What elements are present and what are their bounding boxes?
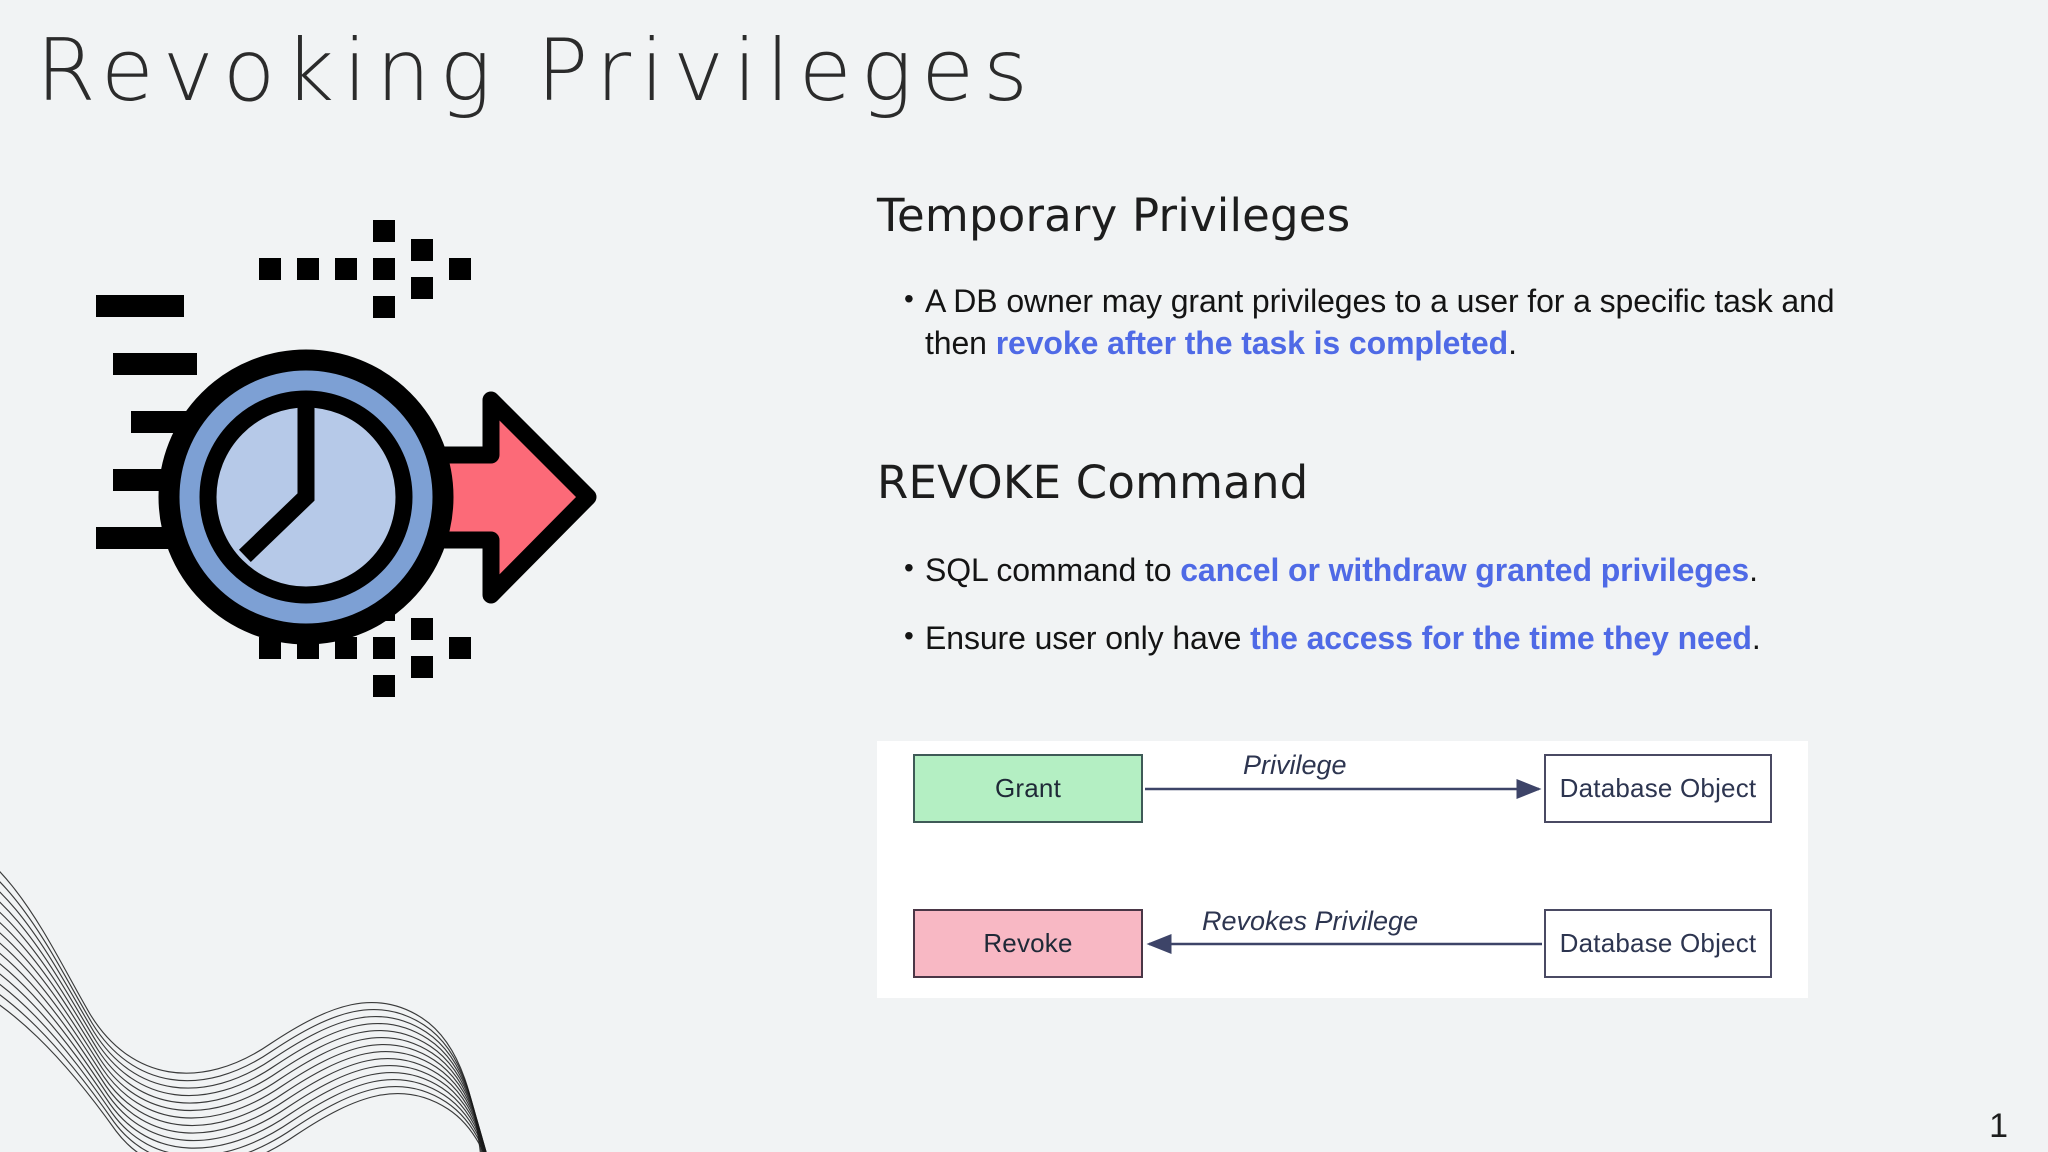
clock-with-arrow-icon	[96, 205, 696, 825]
diagram-node-revoke: Revoke	[913, 909, 1143, 978]
list-item: A DB owner may grant privileges to a use…	[877, 279, 1887, 365]
content-column: Temporary Privileges A DB owner may gran…	[877, 190, 1887, 660]
diagram-edge-label-privilege: Privilege	[1243, 750, 1347, 780]
list-item: Ensure user only have the access for the…	[877, 616, 1887, 660]
bullet-tail-text: .	[1508, 325, 1517, 362]
bullet-list-revoke-command: SQL command to cancel or withdraw grante…	[877, 548, 1887, 660]
wave-lines-decoration	[0, 871, 487, 1152]
bullet-tail-text: .	[1749, 551, 1758, 588]
bullet-highlight-text: cancel or withdraw granted privileges	[1180, 551, 1750, 588]
diagram-node-database-object-top: Database Object	[1544, 754, 1772, 823]
bullet-lead-text: Ensure user only have	[925, 620, 1251, 657]
list-spacer	[877, 591, 1887, 617]
page-number: 1	[1989, 1107, 2008, 1145]
clock-arrow-graphic	[158, 349, 597, 645]
bullet-lead-text: A DB owner may grant privileges to a use…	[925, 282, 1835, 362]
grant-revoke-diagram: Grant Database Object Revoke Database Ob…	[877, 741, 1808, 998]
bullet-highlight-text: the access for the time they need	[1250, 620, 1752, 657]
bullet-tail-text: .	[1751, 620, 1761, 657]
diagram-node-database-object-bottom: Database Object	[1544, 909, 1772, 978]
bullet-lead-text: SQL command to	[925, 551, 1181, 588]
section-heading-revoke-command: REVOKE Command	[877, 455, 1309, 509]
page-title: Revoking Privileges	[36, 21, 1037, 121]
bullet-list-temporary-privileges: A DB owner may grant privileges to a use…	[877, 279, 1887, 365]
list-item: SQL command to cancel or withdraw grante…	[877, 548, 1887, 592]
diagram-edge-label-revokes-privilege: Revokes Privilege	[1202, 906, 1419, 936]
section-heading-temporary-privileges: Temporary Privileges	[877, 189, 1351, 242]
bullet-highlight-text: revoke after the task is completed	[995, 325, 1509, 362]
diagram-edges	[1145, 779, 1542, 954]
diagram-node-grant: Grant	[913, 754, 1143, 823]
